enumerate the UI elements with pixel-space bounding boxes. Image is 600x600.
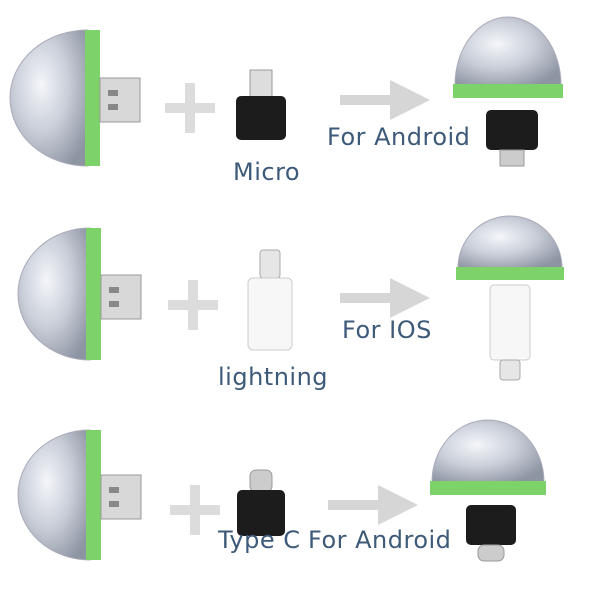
disco-ball-android-micro (453, 16, 563, 167)
target-label-ios: For IOS (342, 316, 432, 344)
type-c-adapter (237, 469, 285, 536)
target-label-android-1: For Android (327, 123, 471, 151)
adapter-label-lightning: lightning (218, 363, 329, 391)
plus-icon (170, 485, 220, 535)
disco-ball-android-type-c (430, 419, 546, 562)
disco-ball-usb-1 (9, 29, 141, 167)
lightning-adapter (247, 249, 293, 351)
plus-icon (168, 280, 218, 330)
target-label-android-3: For Android (308, 526, 452, 554)
micro-usb-adapter (236, 69, 286, 140)
plus-icon (165, 83, 215, 133)
disco-ball-usb-2 (17, 227, 142, 361)
adapter-label-micro: Micro (233, 158, 301, 186)
disco-ball-usb-3 (17, 429, 142, 561)
disco-ball-ios (456, 215, 564, 381)
adapter-label-type-c: Type C (218, 526, 301, 554)
